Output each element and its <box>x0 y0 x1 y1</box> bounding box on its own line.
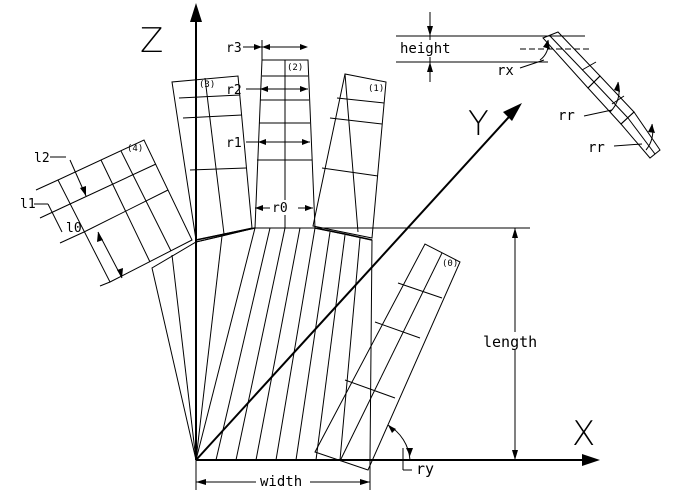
finger-4: (4) <box>57 139 193 283</box>
r3-label: r3 <box>226 41 242 56</box>
finger-1: (1) <box>312 73 387 239</box>
y-axis-label: Y <box>468 104 489 144</box>
l2-label: l2 <box>34 151 50 166</box>
finger-radius-dimensions: r3 r2 r1 r0 <box>226 40 313 216</box>
palm <box>151 227 373 461</box>
y-axis <box>195 103 522 461</box>
finger-3: (3) <box>171 75 253 241</box>
finger-1-label: (1) <box>368 84 384 94</box>
finger-2: (2) <box>254 59 316 229</box>
width-label: width <box>260 474 302 490</box>
finger-length-dimensions: l2 l1 l0 <box>20 151 123 287</box>
finger-3-label: (3) <box>199 80 215 90</box>
r2-label: r2 <box>226 83 242 98</box>
ry-dimension: ry <box>387 424 434 478</box>
r0-label: r0 <box>272 201 288 216</box>
ry-label: ry <box>416 460 434 478</box>
finger-detail-inset: height rx rr rr <box>396 12 661 159</box>
l1-label: l1 <box>20 197 36 212</box>
r1-label: r1 <box>226 136 242 151</box>
length-label: length <box>483 333 537 351</box>
finger-2-label: (2) <box>287 63 303 73</box>
z-axis-label: Z <box>140 21 163 61</box>
rr-label-lower: rr <box>588 140 605 156</box>
rx-label: rx <box>497 63 514 79</box>
l0-label: l0 <box>66 221 82 236</box>
rr-label-upper: rr <box>558 108 575 124</box>
finger-0: (0) <box>314 243 461 471</box>
width-dimension: width <box>195 460 371 490</box>
height-label: height <box>400 41 451 57</box>
length-dimension: length <box>315 227 550 461</box>
finger-4-label: (4) <box>127 144 143 154</box>
x-axis-label: X <box>572 414 595 454</box>
finger-0-label: (0) <box>442 259 458 269</box>
